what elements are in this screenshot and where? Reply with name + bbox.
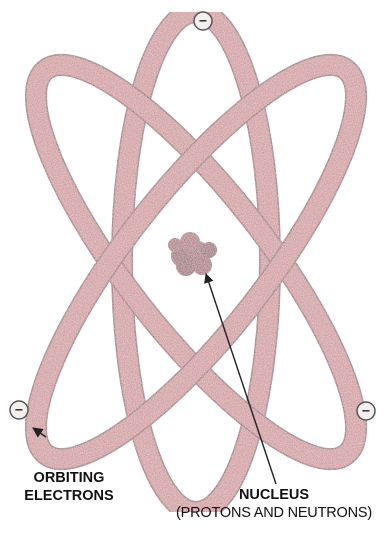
nucleus-label: NUCLEUS (PROTONS AND NEUTRONS) (172, 486, 376, 522)
electron-left-symbol: − (15, 402, 23, 418)
nucleus (168, 232, 217, 276)
electron-top: − (194, 12, 212, 30)
orbiting-electrons-line1: ORBITING (14, 469, 124, 487)
orbiting-electrons-line2: ELECTRONS (14, 487, 124, 505)
nucleus-line2: (PROTONS AND NEUTRONS) (172, 504, 376, 522)
electron-right: − (357, 402, 375, 420)
orbiting-electrons-label: ORBITING ELECTRONS (14, 469, 124, 505)
nucleus-line1: NUCLEUS (172, 486, 376, 504)
electron-top-symbol: − (199, 13, 207, 29)
electron-right-symbol: − (362, 403, 370, 419)
electron-left: − (10, 401, 28, 419)
